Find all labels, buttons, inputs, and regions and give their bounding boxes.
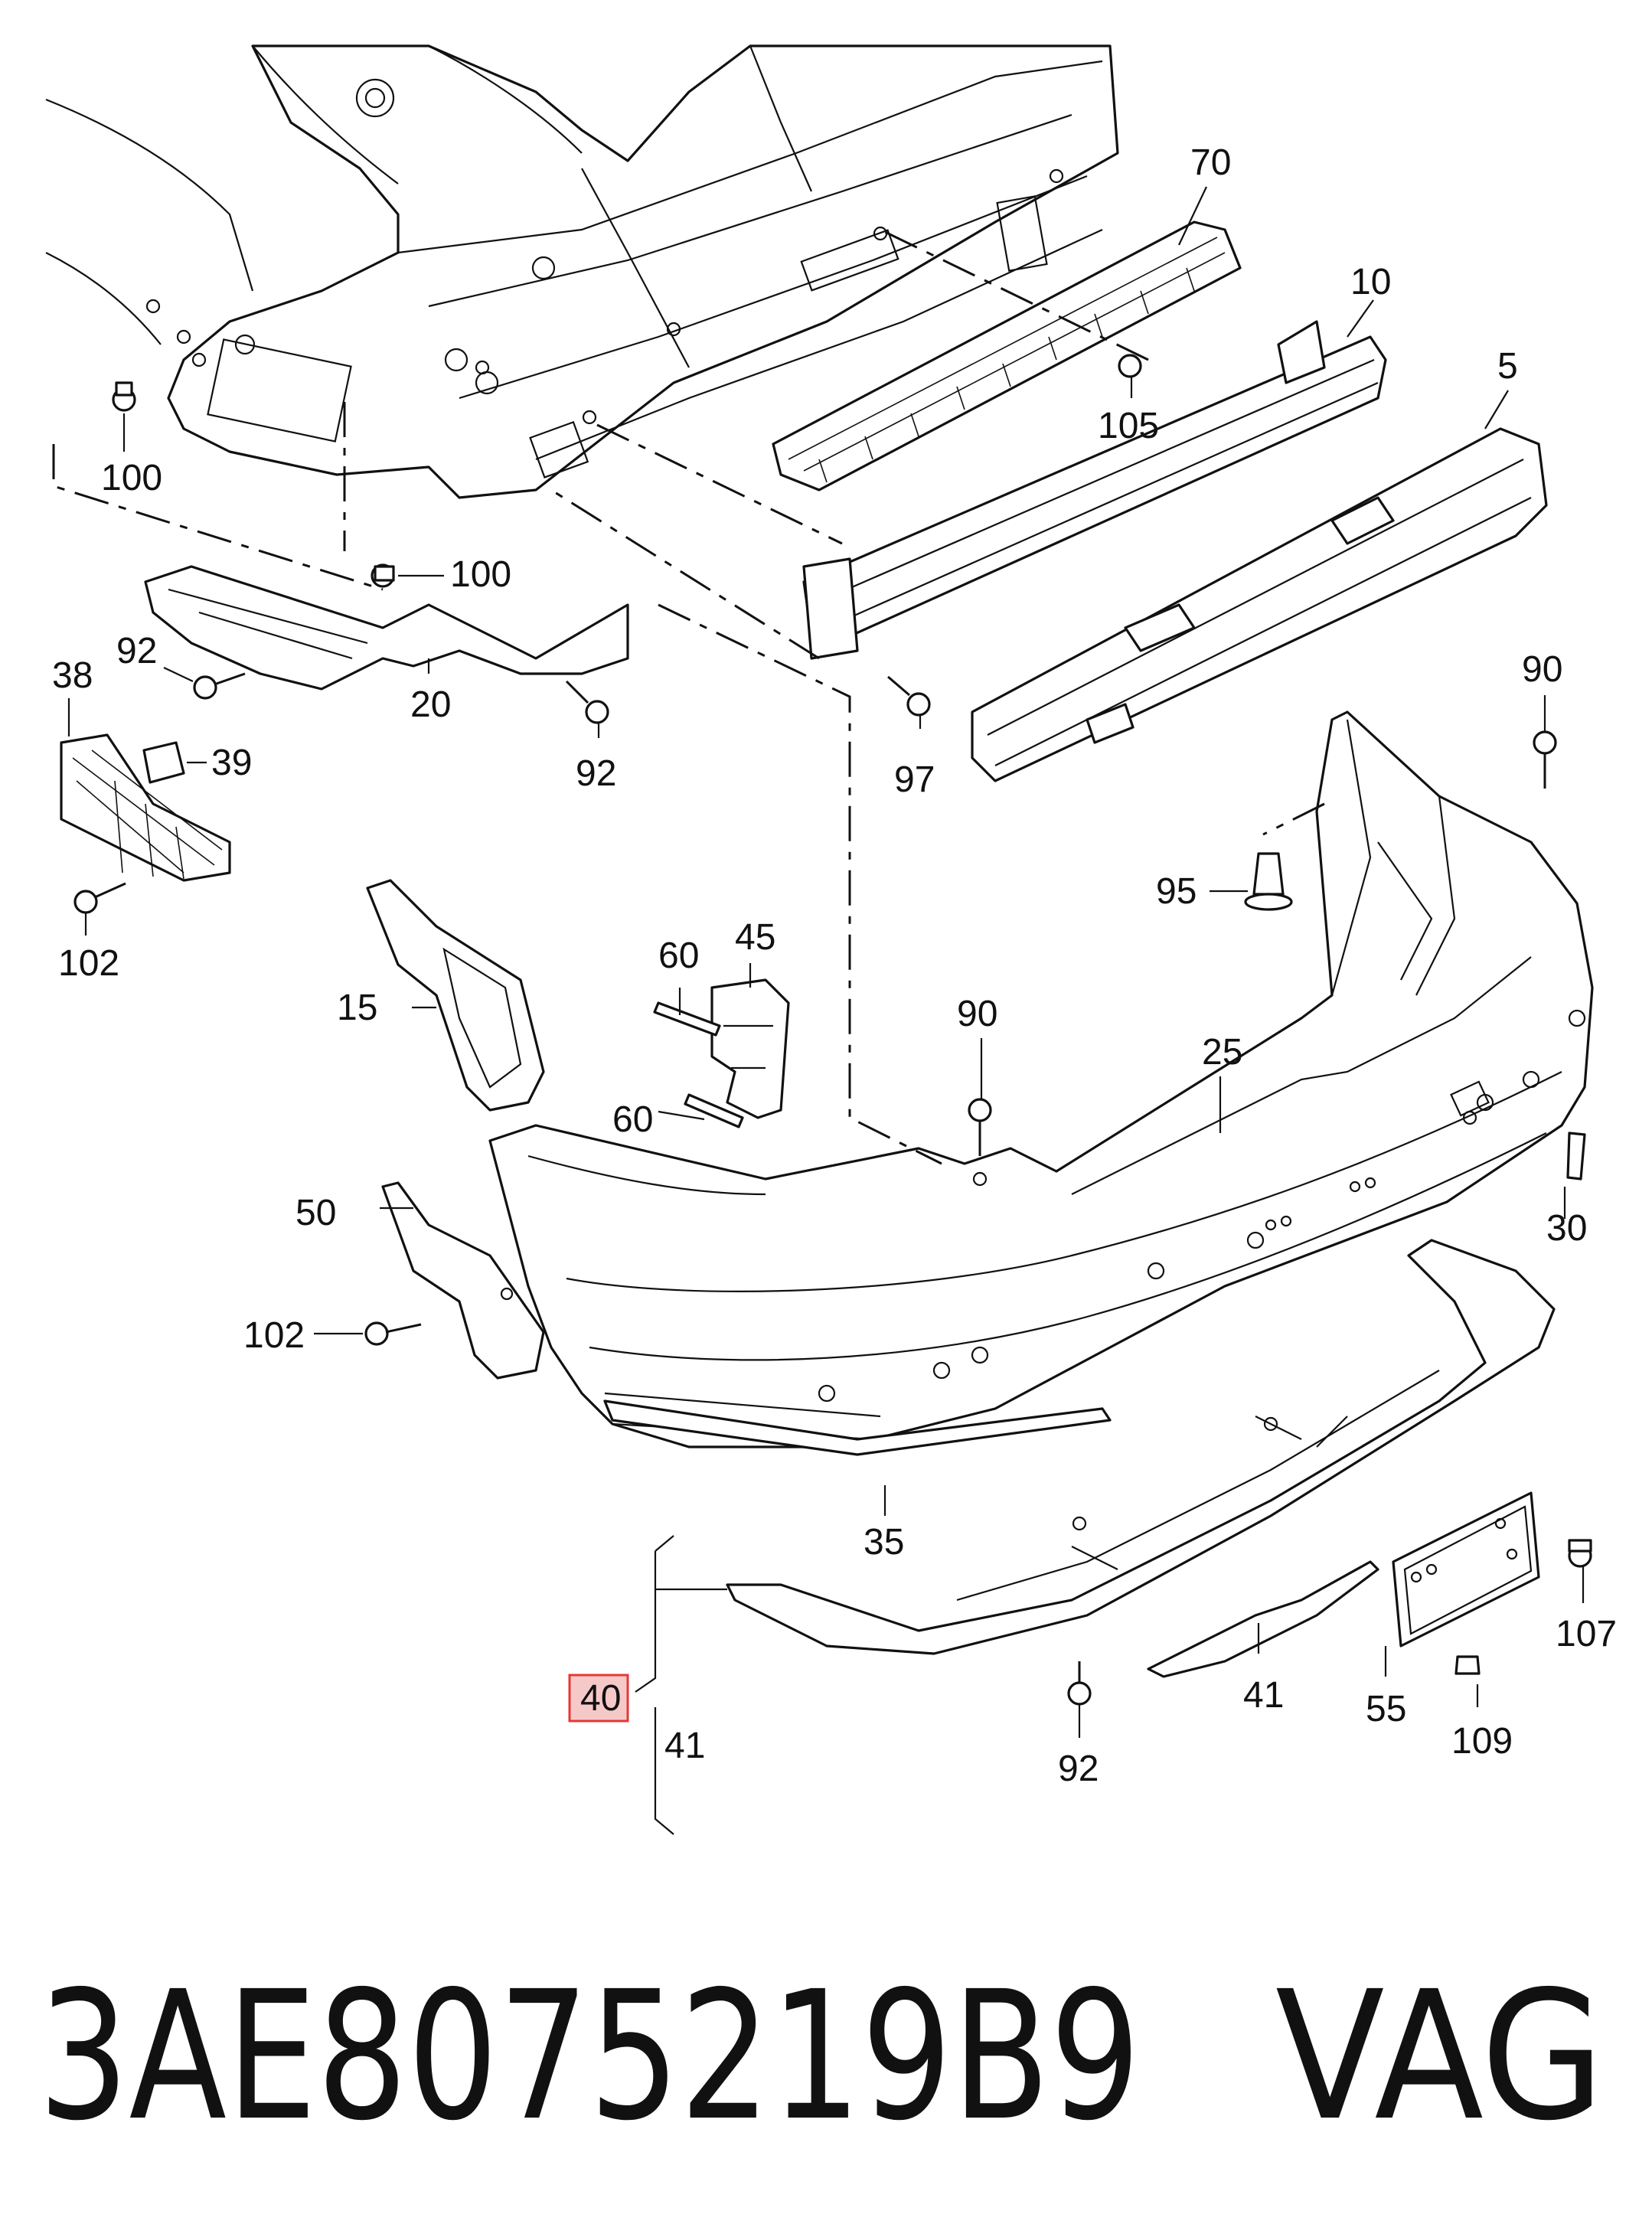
part-50-bracket bbox=[381, 1181, 545, 1380]
callout-45: 45 bbox=[735, 917, 775, 958]
callout-92b: 92 bbox=[576, 753, 616, 794]
callout-97: 97 bbox=[894, 759, 935, 800]
callout-41a: 41 bbox=[664, 1726, 705, 1766]
part-60-strip-upper bbox=[653, 1001, 721, 1037]
part-70-absorber bbox=[772, 220, 1242, 491]
callout-38: 38 bbox=[52, 655, 93, 696]
part-35-trim-strip bbox=[603, 1399, 1112, 1456]
screw-90b bbox=[968, 1098, 992, 1156]
clip-30 bbox=[1566, 1132, 1586, 1181]
screw-102a bbox=[73, 882, 126, 914]
fasteners bbox=[73, 354, 1592, 1706]
part-15-guide bbox=[366, 879, 545, 1112]
clip-95 bbox=[1244, 852, 1293, 911]
part-10-reinforcement bbox=[802, 320, 1387, 660]
callout-39: 39 bbox=[211, 743, 252, 783]
fastener-105 bbox=[1118, 354, 1142, 378]
callout-102a: 102 bbox=[58, 943, 119, 984]
callout-107: 107 bbox=[1556, 1614, 1617, 1654]
part-25-bumper-cover bbox=[488, 710, 1594, 1448]
callout-100a: 100 bbox=[101, 458, 162, 498]
part-38-bracket bbox=[60, 733, 231, 882]
part-39-clip bbox=[142, 741, 185, 784]
callout-109: 109 bbox=[1451, 1721, 1513, 1762]
callout-90b: 90 bbox=[957, 994, 997, 1034]
screw-97 bbox=[887, 675, 931, 717]
callout-55: 55 bbox=[1366, 1689, 1406, 1729]
part-55-plate-bracket bbox=[1392, 1491, 1540, 1648]
callout-92c: 92 bbox=[1058, 1749, 1099, 1789]
callout-70: 70 bbox=[1190, 142, 1231, 183]
callout-50: 50 bbox=[295, 1193, 336, 1233]
part-5-absorber bbox=[971, 427, 1548, 782]
callout-41b: 41 bbox=[1243, 1675, 1284, 1716]
fastener-100a bbox=[112, 381, 136, 412]
brand-label: VAG bbox=[1275, 1953, 1605, 2160]
callout-100b: 100 bbox=[450, 554, 511, 595]
screw-92a bbox=[193, 672, 246, 700]
callout-40: 40 bbox=[580, 1678, 621, 1719]
callout-40-highlight bbox=[568, 1674, 629, 1723]
callout-60a: 60 bbox=[658, 936, 699, 976]
assembly-lines bbox=[52, 228, 1325, 1165]
screw-102b bbox=[364, 1321, 422, 1346]
part-60-strip-lower bbox=[684, 1093, 744, 1128]
callout-90a: 90 bbox=[1522, 649, 1562, 690]
clip-107 bbox=[1568, 1539, 1592, 1568]
callout-102b: 102 bbox=[243, 1315, 305, 1356]
callout-105: 105 bbox=[1098, 406, 1159, 446]
screw-90a bbox=[1533, 730, 1557, 789]
car-rear-body bbox=[45, 44, 1119, 499]
callout-5: 5 bbox=[1497, 346, 1518, 387]
callout-60b: 60 bbox=[612, 1099, 653, 1140]
part-45-bracket bbox=[710, 978, 790, 1119]
leader-lines bbox=[67, 186, 1585, 1835]
callout-15: 15 bbox=[337, 988, 377, 1028]
clip-109 bbox=[1454, 1655, 1481, 1675]
part-number: 3AE8075219B9 bbox=[38, 1953, 1141, 2160]
callout-25: 25 bbox=[1202, 1032, 1242, 1073]
callout-95: 95 bbox=[1156, 871, 1197, 912]
fastener-100b bbox=[371, 563, 395, 588]
callout-20: 20 bbox=[410, 684, 451, 725]
callout-35: 35 bbox=[864, 1522, 904, 1563]
part-20-bracket bbox=[144, 565, 629, 691]
screw-92b bbox=[565, 680, 609, 724]
screw-92c bbox=[1067, 1661, 1092, 1706]
part-41-trim bbox=[1147, 1560, 1379, 1678]
part-40-diffuser bbox=[726, 1239, 1556, 1655]
callout-30: 30 bbox=[1546, 1208, 1587, 1249]
callout-10: 10 bbox=[1350, 262, 1391, 302]
callout-92a: 92 bbox=[116, 631, 157, 671]
callout-labels: 70 10 5 105 100 100 92 20 92 97 38 39 10… bbox=[52, 142, 1617, 1789]
